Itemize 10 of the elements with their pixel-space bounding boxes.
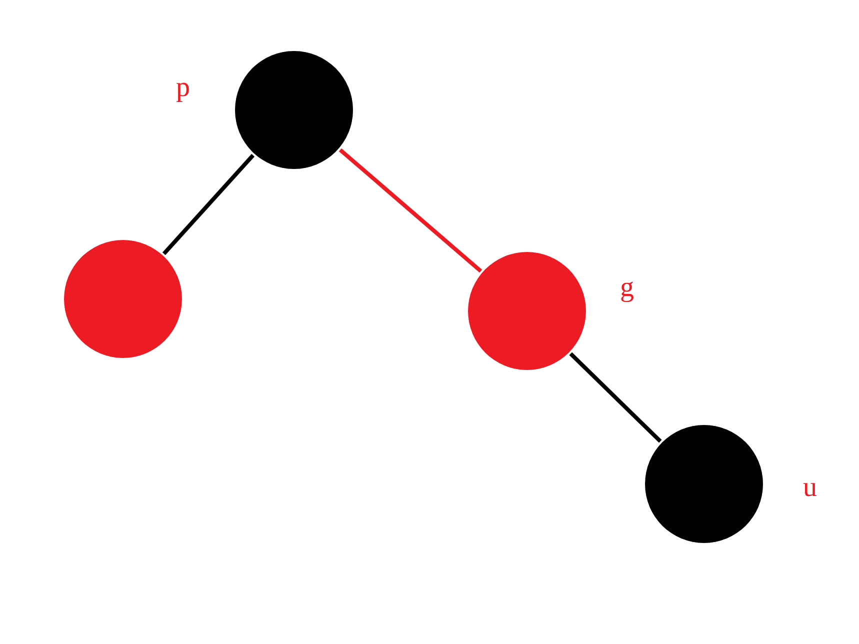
node-name-label: p (176, 74, 190, 102)
tree-edge-line (338, 148, 482, 273)
node-name-label: g (620, 274, 634, 302)
tree-edge-line (569, 352, 662, 443)
node-name-label: u (803, 474, 817, 502)
tree-node-circle (468, 252, 586, 370)
tree-node-circle (64, 240, 182, 358)
tree-node-circle (235, 51, 353, 169)
tree-edge-line (162, 154, 255, 256)
tree-node-circle (645, 425, 763, 543)
